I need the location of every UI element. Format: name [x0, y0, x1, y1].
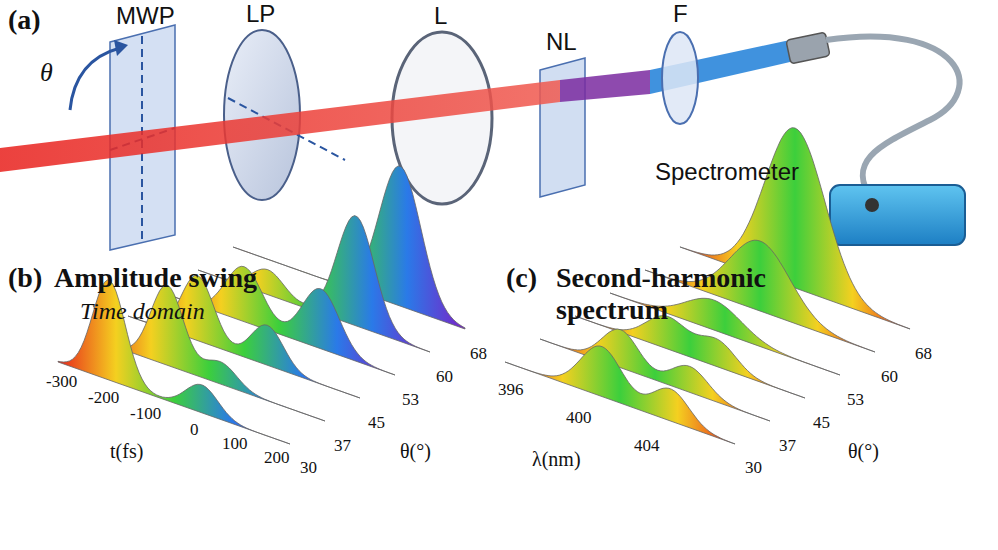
panel-title: Amplitude swing: [54, 262, 257, 294]
tick-label: 100: [222, 434, 248, 454]
part-name: F: [673, 0, 688, 28]
fiber: [826, 36, 960, 200]
filter: [662, 32, 698, 124]
tick-label: 60: [881, 367, 898, 387]
axis-title: θ(°): [400, 440, 431, 463]
tick-label: 37: [779, 436, 796, 456]
part-name: MWP: [116, 2, 175, 30]
tick-label: 396: [498, 380, 524, 400]
tick-label: 45: [368, 413, 385, 433]
panel-subtitle: Time domain: [80, 298, 205, 326]
tick-label: -100: [130, 404, 161, 424]
tick-label: 37: [334, 436, 351, 456]
axis-title: t(fs): [110, 440, 143, 463]
angle-symbol: θ: [40, 58, 53, 88]
tick-label: 400: [566, 408, 592, 428]
spectrometer-box: [830, 185, 965, 245]
panel-letter: (b): [8, 262, 42, 294]
tick-label: 53: [402, 390, 419, 410]
axis-title: λ(nm): [532, 448, 581, 471]
waterfall-curve: [58, 280, 290, 444]
tick-label: -300: [46, 372, 77, 392]
laser-beam: [0, 80, 560, 172]
tick-label: -200: [88, 388, 119, 408]
tick-label: 404: [634, 436, 660, 456]
panel-title: Second-harmonic spectrum: [556, 262, 806, 326]
tick-label: 30: [745, 458, 762, 478]
fiber-connector: [786, 32, 830, 64]
part-name: NL: [546, 28, 577, 56]
tick-label: 68: [470, 344, 487, 364]
arrowhead: [114, 40, 128, 56]
part-name: LP: [246, 0, 275, 28]
tick-label: 60: [436, 367, 453, 387]
tick-label: 30: [300, 458, 317, 478]
tick-label: 0: [190, 420, 199, 440]
part-name: Spectrometer: [655, 158, 799, 186]
tick-label: 53: [847, 390, 864, 410]
panel-letter: (c): [506, 262, 537, 294]
tick-label: 45: [813, 413, 830, 433]
tick-label: 200: [264, 448, 290, 468]
waterfall-curve: [505, 346, 735, 444]
laser-beam: [560, 70, 650, 102]
port: [865, 198, 879, 212]
rotation-arrow: [70, 48, 120, 110]
tick-label: 68: [915, 344, 932, 364]
panel-letter: (a): [8, 4, 41, 36]
axis-title: θ(°): [848, 440, 879, 463]
part-name: L: [434, 2, 447, 30]
